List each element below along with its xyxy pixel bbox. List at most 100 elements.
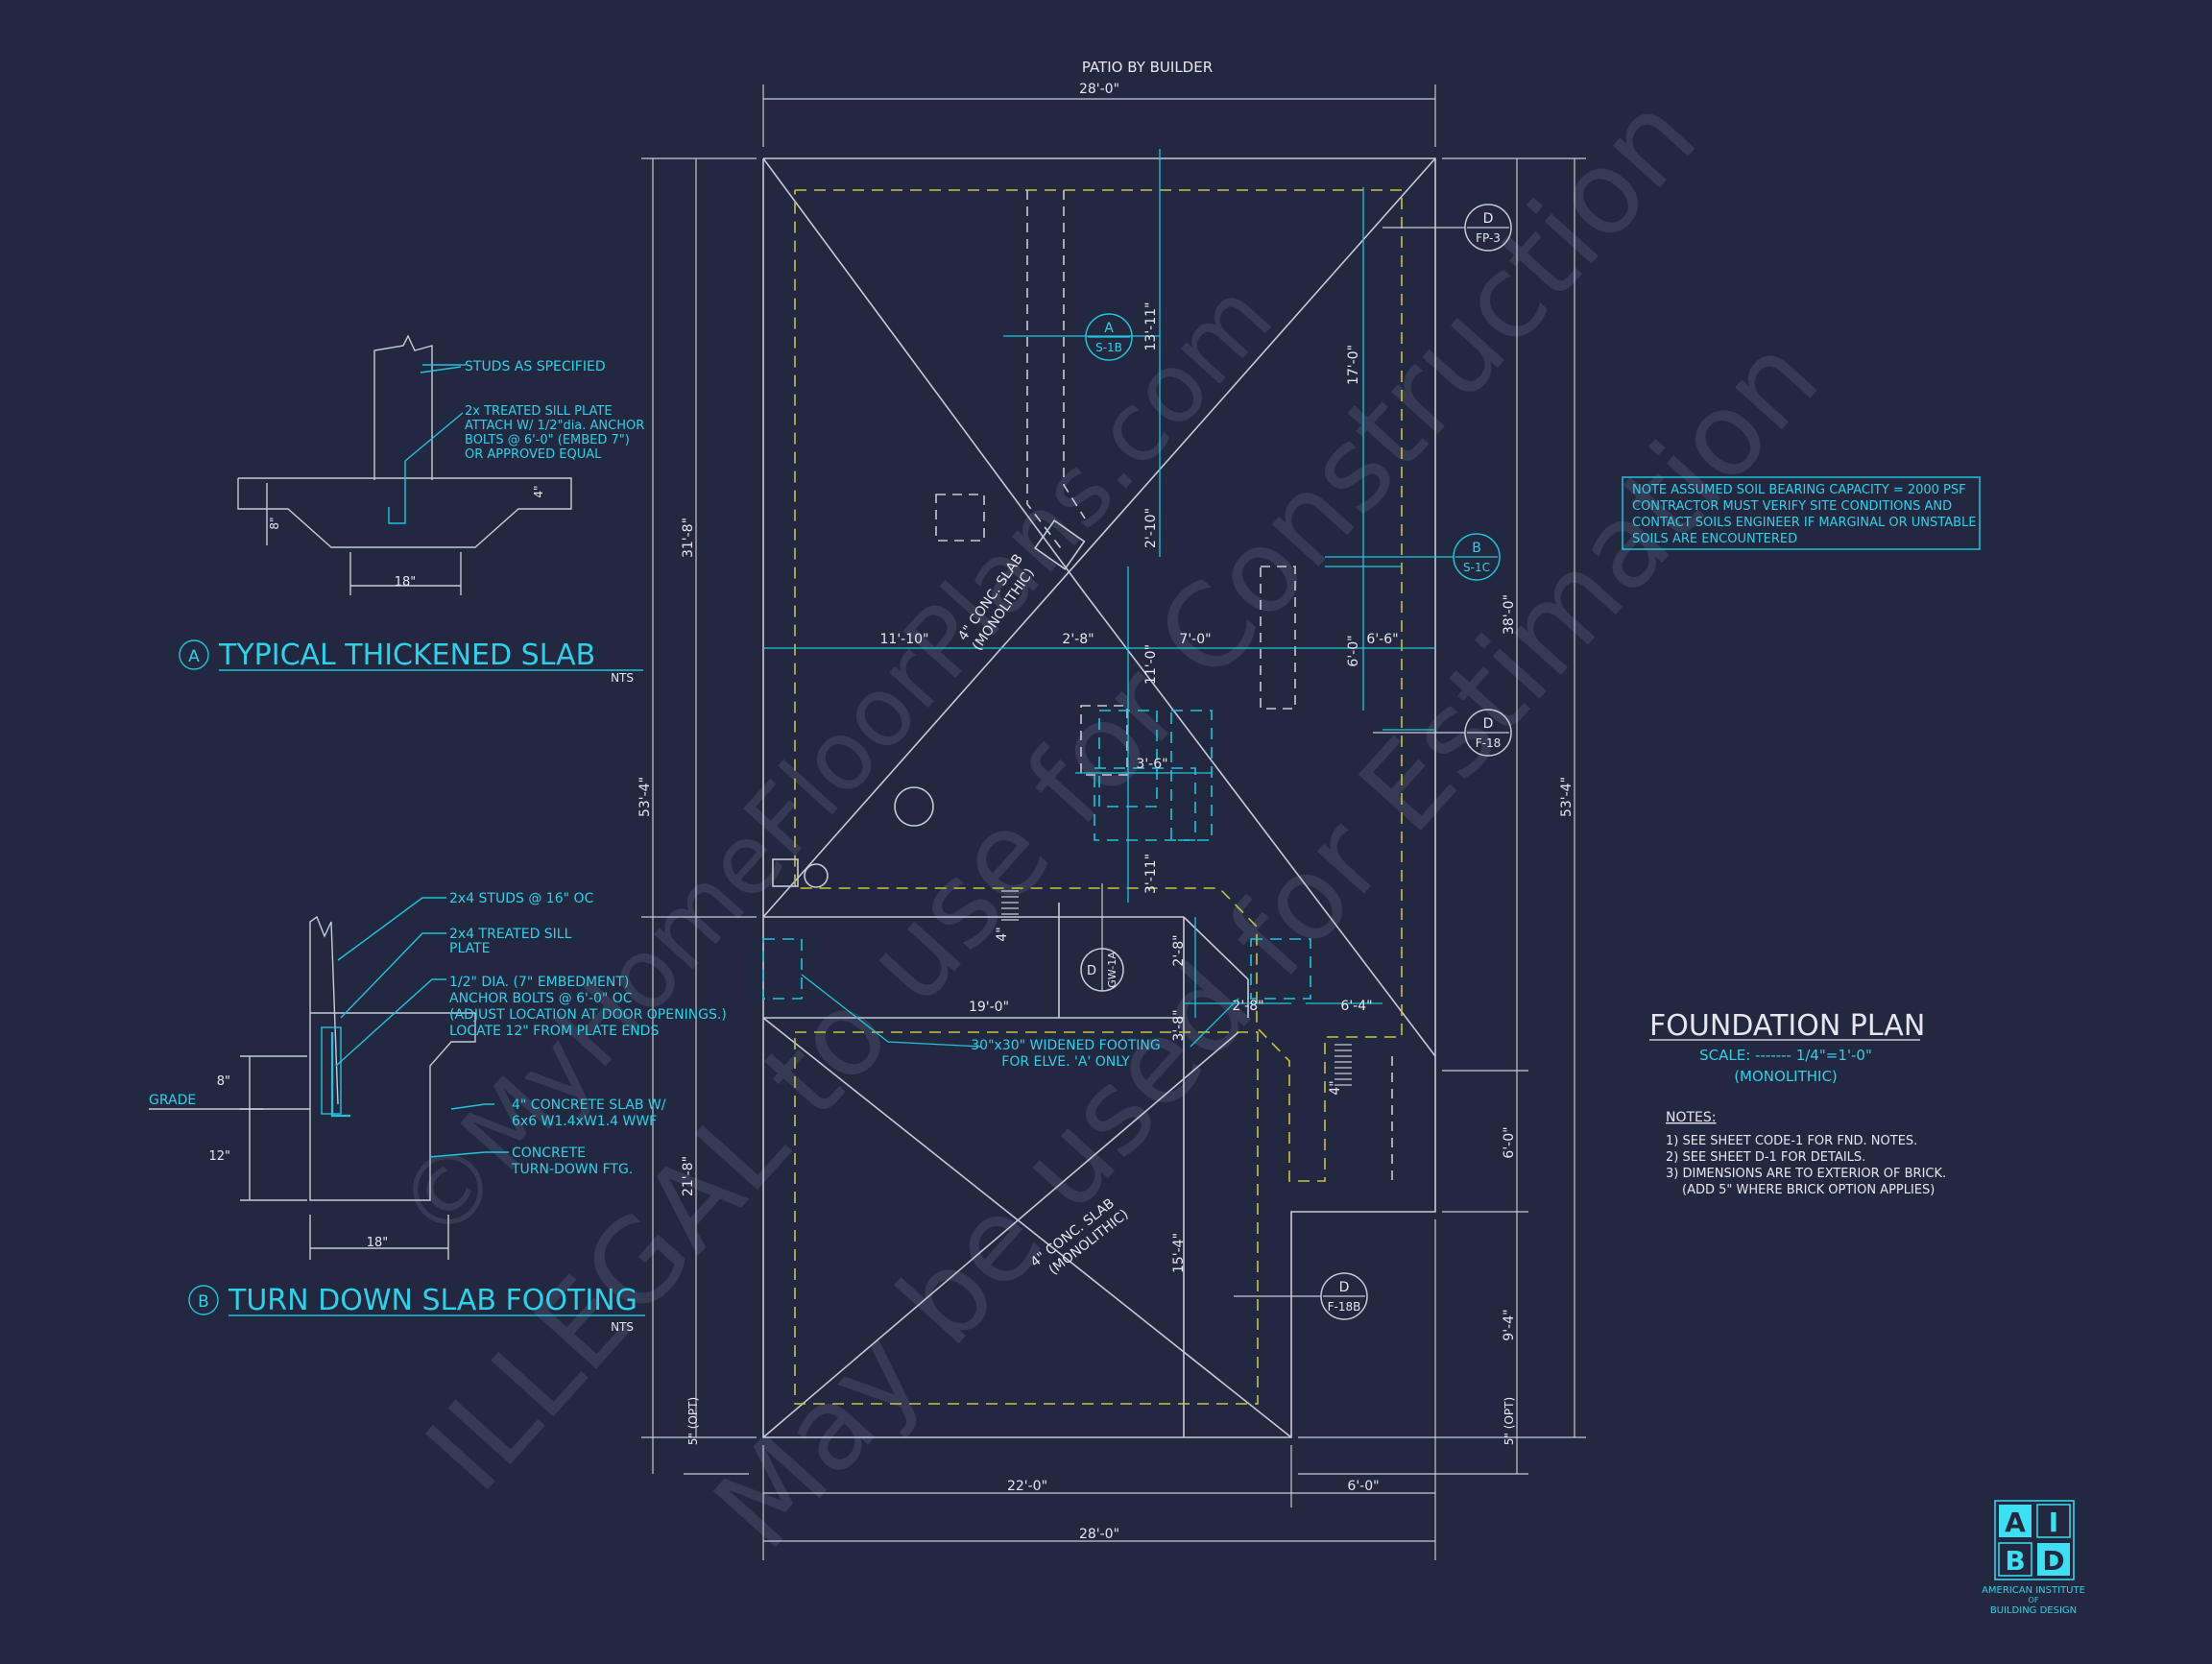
detail-a-width: 18" bbox=[395, 575, 417, 590]
hidden-bearing-line bbox=[1026, 190, 1065, 553]
widened-footing-note-line: 30"x30" WIDENED FOOTING bbox=[971, 1038, 1160, 1053]
interior-dim-text: 11'-10" 2'-8" 7'-0" 6'-6" 6'-0" 13'-11" … bbox=[880, 302, 1399, 1274]
bottom-left-dim: 22'-0" bbox=[1007, 1479, 1047, 1494]
hidden-footing bbox=[794, 1031, 1259, 1405]
tag-sheet: S-1B bbox=[1095, 341, 1122, 354]
detail-b-dim-12: 12" bbox=[208, 1149, 230, 1164]
detail-a: STUDS AS SPECIFIED 2x TREATED SILL PLATE… bbox=[179, 334, 644, 685]
title-block: FOUNDATION PLAN SCALE: ------- 1/4"=1'-0… bbox=[1649, 1009, 1946, 1197]
section-tag-gw1a: D GW-1A bbox=[1080, 883, 1124, 992]
soil-note-line: CONTRACTOR MUST VERIFY SITE CONDITIONS A… bbox=[1632, 499, 1952, 514]
note-line: 2) SEE SHEET D-1 FOR DETAILS. bbox=[1666, 1150, 1865, 1165]
tag-sheet: F-18 bbox=[1476, 736, 1502, 750]
logo-name: AMERICAN INSTITUTE bbox=[1982, 1585, 2085, 1596]
bottom-right-dim: 6'-0" bbox=[1347, 1479, 1379, 1494]
detail-b-sill-label: 2x4 TREATED SILL bbox=[449, 927, 572, 942]
column-base bbox=[772, 858, 799, 887]
dim-15-4: 15'-4" bbox=[1171, 1233, 1187, 1273]
leader-line bbox=[404, 412, 464, 462]
tag-letter: D bbox=[1483, 211, 1494, 227]
dim-4-in: 4" bbox=[1328, 1080, 1343, 1095]
aibd-logo: A I B D AMERICAN INSTITUTE OF BUILDING D… bbox=[1982, 1500, 2085, 1616]
dim-3-8: 3'-8" bbox=[1171, 1009, 1187, 1041]
sill-plate bbox=[321, 1026, 342, 1115]
detail-a-tag: A bbox=[188, 647, 200, 666]
left-opt-dim: 5" (OPT) bbox=[686, 1397, 700, 1445]
detail-a-slab-thickness: 4" bbox=[532, 485, 545, 497]
detail-a-studs-label: STUDS AS SPECIFIED bbox=[465, 359, 606, 374]
diagonal-line bbox=[762, 157, 1086, 594]
diagonal-line bbox=[762, 1017, 1292, 1438]
plan-scale: SCALE: ------- 1/4"=1'-0" bbox=[1699, 1047, 1872, 1064]
dim-3-6: 3'-6" bbox=[1136, 757, 1167, 772]
pier-pad bbox=[1260, 566, 1296, 710]
dim-2-8: 2'-8" bbox=[1062, 632, 1094, 647]
interior-line bbox=[1183, 916, 1249, 980]
dim-11-10: 11'-10" bbox=[880, 632, 929, 647]
pad-footing bbox=[1170, 710, 1213, 841]
detail-a-title: TYPICAL THICKENED SLAB bbox=[218, 639, 595, 672]
dim-17-0: 17'-0" bbox=[1346, 345, 1361, 385]
soil-note-line: SOILS ARE ENCOUNTERED bbox=[1632, 532, 1797, 546]
detail-b: 2x4 STUDS @ 16" OC 2x4 TREATED SILL PLAT… bbox=[149, 891, 727, 1334]
drain-symbol bbox=[804, 863, 829, 888]
pad-footing bbox=[1250, 938, 1311, 1000]
bottom-width-dim: 28'-0" bbox=[1079, 1527, 1119, 1542]
dim-6-6: 6'-6" bbox=[1366, 632, 1398, 647]
logo-letter: D bbox=[2042, 1545, 2064, 1577]
right-upper-dim: 38'-0" bbox=[1502, 594, 1517, 635]
widened-footing-leader bbox=[801, 974, 982, 1048]
watermark: ILLEGAL to use for Construction ©MyHomeF… bbox=[375, 70, 1844, 1574]
hidden-bearing-line bbox=[1063, 190, 1086, 519]
leader-line bbox=[420, 366, 462, 374]
detail-b-sill-label: PLATE bbox=[449, 941, 490, 956]
exterior-dimensions bbox=[641, 84, 1586, 1560]
tag-letter: A bbox=[1104, 321, 1114, 336]
detail-a-sill-label: 2x TREATED SILL PLATE bbox=[465, 404, 613, 419]
hatch-block bbox=[1001, 890, 1352, 1086]
note-line: 3) DIMENSIONS ARE TO EXTERIOR OF BRICK. bbox=[1666, 1167, 1946, 1181]
detail-a-depth: 8" bbox=[268, 517, 281, 529]
soil-note-line: NOTE ASSUMED SOIL BEARING CAPACITY = 200… bbox=[1632, 483, 1966, 497]
right-total-dim: 53'-4" bbox=[1559, 777, 1575, 817]
section-tag-fp3: D FP-3 bbox=[1382, 204, 1512, 252]
interior-dimensions bbox=[763, 149, 1435, 1018]
right-lower-dim: 9'-4" bbox=[1502, 1309, 1517, 1340]
leader-line bbox=[335, 978, 446, 1067]
diagonal-line bbox=[762, 1031, 1239, 1438]
right-mid-dim: 6'-0" bbox=[1502, 1126, 1517, 1158]
dim-11-0: 11'-0" bbox=[1143, 644, 1159, 685]
pier-pad bbox=[1080, 705, 1128, 776]
detail-b-anchor-label: ANCHOR BOLTS @ 6'-0" OC bbox=[449, 991, 633, 1006]
top-width-dim: 28'-0" bbox=[1079, 82, 1119, 97]
detail-b-slab-label: 4" CONCRETE SLAB W/ bbox=[512, 1097, 666, 1113]
detail-b-anchor-label: 1/2" DIA. (7" EMBEDMENT) bbox=[449, 975, 629, 990]
patio-label: PATIO BY BUILDER bbox=[1082, 59, 1213, 76]
detail-b-anchor-label: (ADJUST LOCATION AT DOOR OPENINGS.) bbox=[449, 1007, 727, 1023]
slab-section bbox=[237, 477, 572, 548]
dim-6-0: 6'-0" bbox=[1346, 635, 1361, 666]
detail-b-footing-label: TURN-DOWN FTG. bbox=[511, 1162, 633, 1177]
column-base bbox=[1033, 519, 1086, 570]
detail-b-scale: NTS bbox=[611, 1320, 634, 1334]
dim-7-0: 7'-0" bbox=[1179, 632, 1211, 647]
detail-b-dim-8: 8" bbox=[217, 1074, 230, 1089]
tag-letter: D bbox=[1339, 1280, 1350, 1295]
detail-a-sill-label: OR APPROVED EQUAL bbox=[465, 447, 602, 462]
stud-wall bbox=[373, 334, 433, 480]
pier-pad bbox=[935, 494, 985, 542]
anchor-bolt bbox=[330, 1032, 350, 1118]
exterior-dim-text: 28'-0" 22'-0" 6'-0" 28'-0" 53'-4" 31'-8"… bbox=[637, 59, 1575, 1542]
leader-line bbox=[450, 1103, 494, 1110]
dim-2-10: 2'-10" bbox=[1143, 508, 1159, 548]
hidden-footing bbox=[794, 189, 1403, 1182]
tag-sheet: S-1C bbox=[1463, 561, 1490, 574]
dim-2-8-garage: 2'-8" bbox=[1232, 999, 1263, 1014]
leader-line bbox=[337, 897, 446, 961]
tag-sheet: F-18B bbox=[1328, 1300, 1361, 1314]
section-tag-a: A S-1B bbox=[1085, 313, 1133, 361]
dim-13-11: 13'-11" bbox=[1143, 302, 1159, 351]
section-tag-f18b: D F-18B bbox=[1234, 1272, 1368, 1320]
detail-a-sill-label: BOLTS @ 6'-0" (EMBED 7") bbox=[465, 433, 630, 447]
